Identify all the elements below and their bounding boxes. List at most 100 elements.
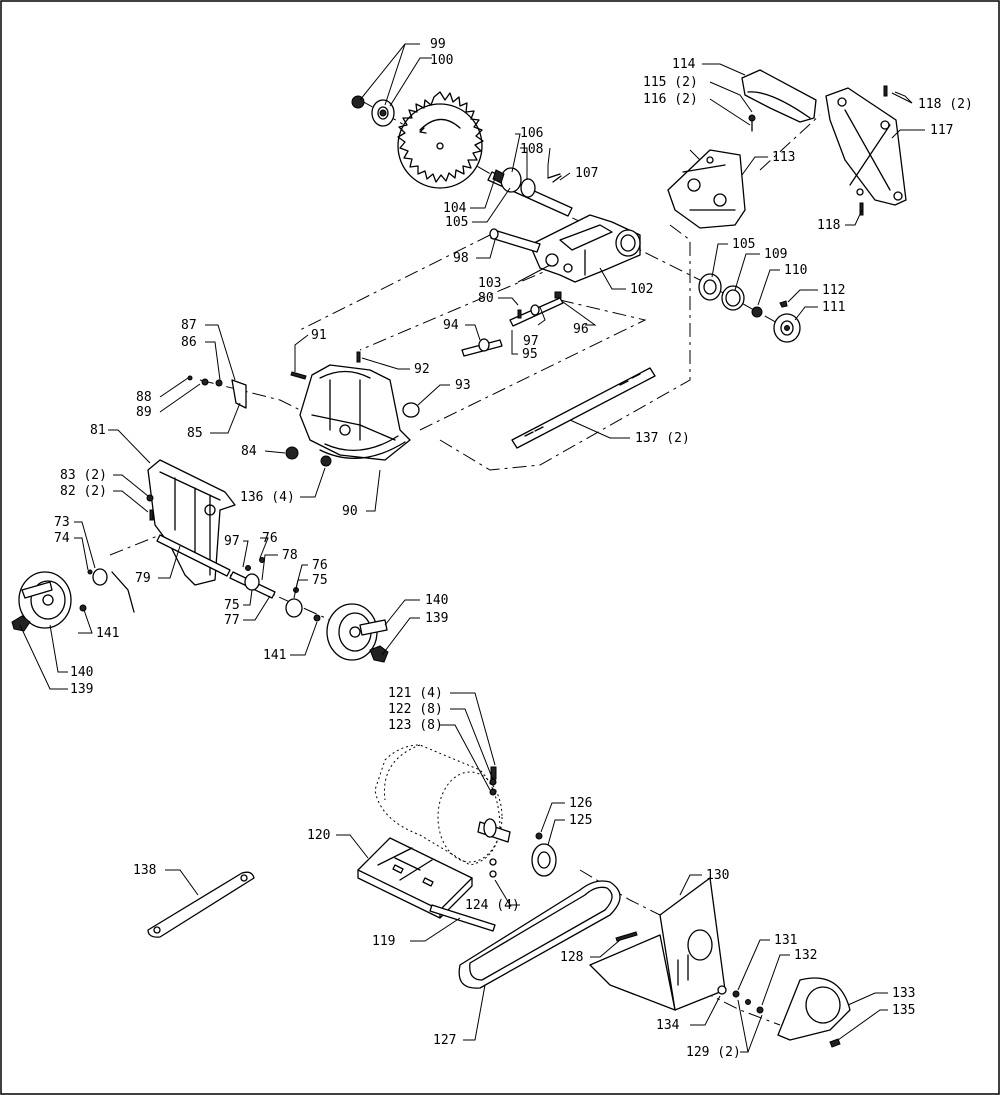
callout-91: 91 [311, 328, 327, 343]
callout-78: 78 [282, 548, 298, 563]
motor [374, 744, 511, 866]
callout-89: 89 [136, 405, 152, 420]
callout-73: 73 [54, 515, 70, 530]
callout-labels: 99 100 114 115 (2) 116 (2) 118 (2) 117 1… [54, 37, 973, 1060]
callout-132: 132 [794, 948, 817, 963]
callout-141-right: 141 [263, 648, 286, 663]
callout-138: 138 [133, 863, 156, 878]
lock-bracket [187, 375, 247, 409]
wrench-bar [147, 871, 255, 938]
arbor-shaft [487, 167, 573, 217]
callout-110: 110 [784, 263, 807, 278]
trunnion-washer [402, 402, 420, 418]
callout-106: 106 [520, 126, 543, 141]
callout-133: 133 [892, 986, 915, 1001]
callout-83: 83 (2) [60, 468, 107, 483]
pivot-rod [429, 904, 496, 932]
left-handwheel [11, 571, 72, 632]
callout-92: 92 [414, 362, 430, 377]
motor-pulley [531, 832, 557, 877]
bearing-stack [698, 273, 801, 343]
pivot-shaft [489, 228, 541, 253]
arbor-cover [741, 69, 817, 132]
callout-102: 102 [630, 282, 653, 297]
belt-guard [589, 877, 726, 1011]
callout-116: 116 (2) [643, 92, 698, 107]
callout-76-upper: 76 [262, 531, 278, 546]
callout-81: 81 [90, 423, 106, 438]
saw-blade [397, 91, 484, 189]
callout-118-bottom: 118 [817, 218, 840, 233]
callout-103: 103 [478, 276, 501, 291]
callout-97-upper: 97 [523, 334, 539, 349]
callout-139-left: 139 [70, 682, 93, 697]
callout-105-lower: 105 [732, 237, 755, 252]
callout-118-top: 118 (2) [918, 97, 973, 112]
callout-79: 79 [135, 571, 151, 586]
callout-82: 82 (2) [60, 484, 107, 499]
callout-97-lower: 97 [224, 534, 240, 549]
adjusting-pins [461, 291, 564, 357]
callout-140-left: 140 [70, 665, 93, 680]
callout-95: 95 [522, 347, 538, 362]
callout-85: 85 [187, 426, 203, 441]
callout-126: 126 [569, 796, 592, 811]
callout-80: 80 [478, 291, 494, 306]
callout-117: 117 [930, 123, 953, 138]
callout-76-lower: 76 [312, 558, 328, 573]
callout-131: 131 [774, 933, 797, 948]
callout-108: 108 [520, 142, 543, 157]
callout-112: 112 [822, 283, 845, 298]
motor-bracket [667, 149, 746, 229]
trunnion-nut-136 [320, 455, 332, 467]
callout-136: 136 (4) [240, 490, 295, 505]
callout-93: 93 [455, 378, 471, 393]
callout-124: 124 (4) [465, 898, 520, 913]
callout-130: 130 [706, 868, 729, 883]
callout-128: 128 [560, 950, 583, 965]
arbor-bracket [529, 214, 641, 283]
callout-125: 125 [569, 813, 592, 828]
callout-77: 77 [224, 613, 240, 628]
right-handwheel [326, 603, 389, 663]
callout-120: 120 [307, 828, 330, 843]
callout-87: 87 [181, 318, 197, 333]
callout-115: 115 (2) [643, 75, 698, 90]
callout-75-left: 75 [224, 598, 240, 613]
callout-74: 74 [54, 531, 70, 546]
callout-84: 84 [241, 444, 257, 459]
callout-114: 114 [672, 57, 696, 72]
callout-121: 121 (4) [388, 686, 443, 701]
guard-fasteners [717, 985, 764, 1014]
callout-137: 137 (2) [635, 431, 690, 446]
callout-96: 96 [573, 322, 589, 337]
rear-trunnion [146, 459, 236, 586]
callout-134: 134 [656, 1018, 680, 1033]
callout-129: 129 (2) [686, 1045, 741, 1060]
drive-belt [458, 880, 621, 989]
callout-86: 86 [181, 335, 197, 350]
long-shaft [511, 367, 656, 449]
callout-98: 98 [453, 251, 469, 266]
callout-113: 113 [772, 150, 795, 165]
callout-90: 90 [342, 504, 358, 519]
callout-75-right: 75 [312, 573, 328, 588]
callout-100: 100 [430, 53, 453, 68]
callout-119: 119 [372, 934, 395, 949]
callout-94: 94 [443, 318, 459, 333]
callout-109: 109 [764, 247, 787, 262]
callout-141-left: 141 [96, 626, 119, 641]
mounting-plate [825, 85, 907, 216]
callout-107: 107 [575, 166, 598, 181]
callout-99: 99 [430, 37, 446, 52]
callout-122: 122 (8) [388, 702, 443, 717]
handwheel-shaft [79, 534, 321, 622]
blade-flange [371, 99, 395, 127]
callout-88: 88 [136, 390, 152, 405]
motor-base [357, 837, 473, 919]
pulley-cover [777, 977, 851, 1048]
callout-127: 127 [433, 1033, 456, 1048]
